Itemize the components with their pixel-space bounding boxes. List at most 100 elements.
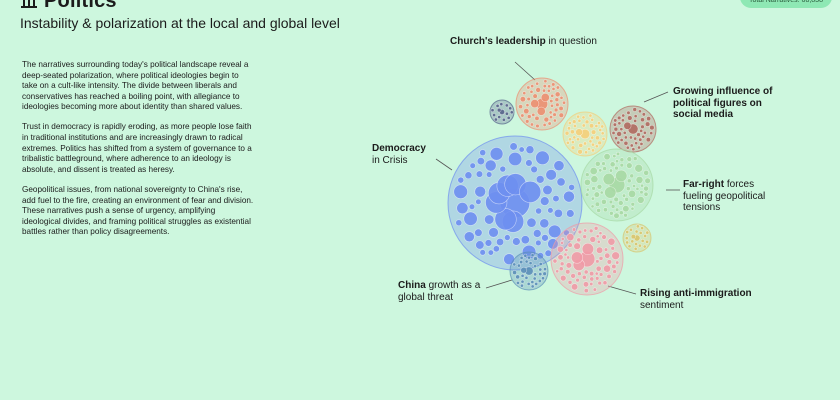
- leader-line: [435, 158, 453, 171]
- narrative-bubble: [530, 280, 535, 284]
- cluster-small-yellow[interactable]: [622, 223, 652, 253]
- narrative-bubble: [469, 162, 476, 169]
- cluster-democracy[interactable]: [447, 135, 583, 271]
- narrative-bubble: [578, 142, 584, 148]
- narrative-bubble: [556, 177, 566, 187]
- narrative-bubble: [634, 141, 639, 146]
- narrative-bubble: [649, 131, 654, 136]
- narrative-bubble: [590, 117, 595, 122]
- narrative-bubble: [479, 149, 487, 157]
- narrative-bubble: [645, 239, 649, 244]
- narrative-bubble: [543, 79, 548, 84]
- narrative-bubble: [575, 128, 583, 136]
- narrative-bubble: [474, 185, 486, 198]
- narrative-bubble: [597, 280, 602, 286]
- intro-paragraph: Trust in democracy is rapidly eroding, a…: [22, 122, 252, 174]
- narrative-bubble: [516, 280, 520, 285]
- narrative-bubble: [643, 185, 649, 192]
- narrative-bubble: [484, 159, 497, 172]
- narrative-bubble: [576, 237, 582, 243]
- narrative-bubble: [626, 156, 633, 162]
- narrative-bubble: [512, 270, 517, 275]
- cluster-church[interactable]: [515, 77, 569, 131]
- narrative-bubble: [622, 205, 630, 213]
- leader-line: [607, 285, 637, 295]
- narrative-bubble: [519, 96, 526, 103]
- narrative-bubble: [608, 199, 614, 205]
- narrative-bubble: [541, 276, 545, 281]
- narrative-bubble: [552, 195, 560, 203]
- narrative-bubble: [642, 130, 647, 135]
- narrative-bubble: [488, 227, 499, 238]
- narrative-bubble: [621, 118, 625, 123]
- narrative-bubble: [593, 191, 600, 198]
- narrative-bubble: [597, 121, 601, 125]
- narrative-bubble: [613, 196, 619, 203]
- narrative-bubble: [557, 254, 564, 261]
- narrative-bubble: [567, 126, 572, 131]
- narrative-bubble: [538, 272, 543, 277]
- narrative-bubble: [637, 145, 641, 150]
- narrative-bubble: [633, 114, 638, 119]
- narrative-bubble: [629, 227, 633, 232]
- narrative-bubble: [615, 151, 621, 156]
- narrative-bubble: [629, 173, 635, 179]
- narrative-bubble: [554, 91, 561, 98]
- narrative-bubble: [550, 93, 555, 98]
- narrative-bubble: [533, 272, 538, 277]
- cluster-influence[interactable]: [609, 105, 657, 153]
- narrative-bubble: [636, 132, 641, 137]
- narrative-bubble: [535, 207, 542, 215]
- narrative-bubble: [591, 186, 596, 191]
- narrative-bubble: [602, 166, 607, 171]
- narrative-bubble: [581, 123, 586, 128]
- intro-paragraph: The narratives surrounding today's polit…: [22, 60, 249, 112]
- narrative-bubble: [642, 244, 647, 249]
- narrative-bubble: [645, 230, 650, 235]
- narrative-bubble: [624, 236, 629, 241]
- narrative-bubble: [486, 171, 493, 178]
- narrative-bubble: [638, 109, 642, 114]
- narrative-bubble: [584, 150, 588, 155]
- narrative-bubble: [524, 259, 529, 264]
- narrative-bubble: [539, 218, 550, 229]
- narrative-bubble: [519, 255, 524, 260]
- narrative-bubble: [547, 224, 562, 239]
- cluster-small-navy[interactable]: [489, 99, 515, 125]
- narrative-bubble: [504, 111, 509, 116]
- narrative-bubble: [582, 234, 587, 239]
- narrative-bubble: [534, 281, 539, 286]
- narrative-bubble: [496, 107, 502, 113]
- cluster-yellow[interactable]: [562, 111, 608, 157]
- narrative-bubble: [499, 165, 507, 173]
- cluster-far-right[interactable]: [580, 148, 654, 222]
- narrative-bubble: [571, 283, 579, 291]
- narrative-bubble: [538, 267, 543, 272]
- narrative-bubble: [563, 190, 575, 203]
- narrative-bubble: [591, 142, 595, 147]
- narrative-bubble: [533, 256, 538, 261]
- narrative-bubble: [603, 264, 611, 273]
- narrative-bubble: [547, 121, 552, 126]
- narrative-bubble: [475, 198, 482, 205]
- narrative-bubble: [594, 201, 600, 207]
- narrative-bubble: [567, 121, 572, 125]
- narrative-bubble: [564, 130, 570, 136]
- narrative-bubble: [643, 169, 650, 176]
- cluster-china[interactable]: [509, 251, 549, 291]
- narrative-bubble: [526, 114, 532, 119]
- narrative-bubble: [598, 168, 603, 173]
- page-subtitle: Instability & polarization at the local …: [20, 15, 340, 31]
- narrative-bubble: [590, 129, 597, 135]
- narrative-bubble: [610, 204, 616, 209]
- narrative-bubble: [595, 276, 600, 281]
- intro-text: The narratives surrounding today's polit…: [22, 60, 254, 247]
- cluster-immigration[interactable]: [550, 222, 624, 296]
- narrative-bubble: [589, 281, 594, 287]
- narrative-bubble: [558, 105, 564, 111]
- narrative-bubble: [627, 115, 633, 121]
- narrative-bubble: [535, 239, 542, 247]
- narrative-bubble: [583, 269, 589, 275]
- narrative-bubble: [455, 219, 463, 227]
- narrative-bubble: [588, 123, 595, 129]
